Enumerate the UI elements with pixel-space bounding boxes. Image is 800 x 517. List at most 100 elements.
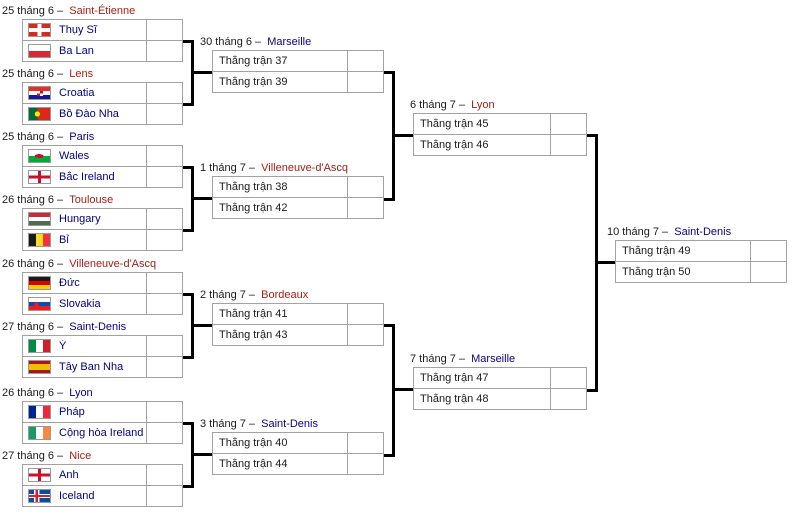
- team-link[interactable]: Hungary: [59, 213, 101, 225]
- team-link[interactable]: Cộng hòa Ireland: [59, 427, 144, 439]
- match-label: 25 tháng 6 – Saint-Étienne: [2, 3, 183, 19]
- team-placeholder: Thắng trận 47: [420, 372, 489, 384]
- team-link[interactable]: Bồ Đào Nha: [59, 108, 119, 120]
- match-qf-1: 30 tháng 6 – Marseille Thắng trận 37 Thắ…: [200, 34, 384, 93]
- score-cell: [146, 41, 182, 61]
- team-link[interactable]: Slovakia: [59, 298, 101, 310]
- team-link[interactable]: Anh: [59, 469, 79, 481]
- team-link[interactable]: Wales: [59, 150, 90, 162]
- score-cell: [750, 241, 786, 261]
- bracket-connector: [392, 388, 413, 391]
- bracket-connector: [191, 324, 212, 327]
- team-placeholder: Thắng trận 39: [219, 76, 288, 88]
- match-box: Wales Bắc Ireland: [22, 145, 183, 188]
- team-link[interactable]: Ba Lan: [59, 45, 94, 57]
- team-link[interactable]: Pháp: [59, 406, 85, 418]
- score-cell: [347, 72, 383, 92]
- france-flag: [28, 405, 51, 419]
- venue-link[interactable]: Paris: [69, 131, 95, 143]
- team-row: Thắng trận 46: [414, 134, 586, 155]
- venue-link[interactable]: Saint-Denis: [261, 418, 318, 430]
- team-row: Hungary: [23, 209, 182, 229]
- venue-link[interactable]: Lyon: [69, 387, 93, 399]
- match-date: 26 tháng 6 –: [2, 387, 64, 399]
- team-row: Thắng trận 37: [213, 51, 383, 71]
- team-link[interactable]: Bỉ: [59, 234, 69, 246]
- match-date: 1 tháng 7 –: [200, 162, 256, 174]
- team-row: Wales: [23, 146, 182, 166]
- slovakia-flag: [28, 297, 51, 311]
- score-cell: [550, 389, 586, 409]
- match-r16-4: 26 tháng 6 – Toulouse Hungary Bỉ: [2, 192, 183, 251]
- match-r16-2: 25 tháng 6 – Lens Croatia Bồ Đào Nha: [2, 66, 183, 125]
- bracket-connector: [191, 453, 212, 456]
- team-link[interactable]: Croatia: [59, 87, 95, 99]
- venue-link[interactable]: Saint-Étienne: [69, 5, 136, 17]
- team-row: Thắng trận 50: [616, 261, 786, 282]
- venue-link[interactable]: Lens: [69, 68, 94, 80]
- score-cell: [146, 486, 182, 506]
- match-box: Pháp Cộng hòa Ireland: [22, 401, 183, 444]
- portugal-flag: [28, 107, 51, 121]
- match-box: Thắng trận 37 Thắng trận 39: [212, 50, 384, 93]
- score-cell: [146, 294, 182, 314]
- england-flag: [28, 468, 51, 482]
- ireland-flag: [28, 426, 51, 440]
- match-box: Thắng trận 40 Thắng trận 44: [212, 432, 384, 475]
- switzerland-flag: [28, 23, 51, 37]
- bracket-connector: [392, 134, 413, 137]
- venue-link[interactable]: Toulouse: [69, 194, 114, 206]
- team-link[interactable]: Ý: [59, 340, 67, 352]
- match-sf-2: 7 tháng 7 – Marseille Thắng trận 47 Thắn…: [410, 351, 587, 410]
- team-placeholder: Thắng trận 50: [622, 266, 691, 278]
- team-row: Thắng trận 49: [616, 241, 786, 261]
- match-label: 27 tháng 6 – Nice: [2, 448, 183, 464]
- venue-link[interactable]: Nice: [69, 450, 92, 462]
- hungary-flag: [28, 212, 51, 226]
- italy-flag: [28, 339, 51, 353]
- venue-link[interactable]: Bordeaux: [261, 289, 309, 301]
- match-box: Thụy Sĩ Ba Lan: [22, 19, 183, 62]
- match-date: 27 tháng 6 –: [2, 450, 64, 462]
- match-box: Croatia Bồ Đào Nha: [22, 82, 183, 125]
- match-label: 6 tháng 7 – Lyon: [410, 97, 587, 113]
- match-date: 26 tháng 6 –: [2, 194, 64, 206]
- venue-link[interactable]: Saint-Denis: [69, 321, 127, 333]
- score-cell: [347, 433, 383, 453]
- venue-link[interactable]: Marseille: [267, 36, 312, 48]
- match-date: 25 tháng 6 –: [2, 131, 64, 143]
- match-qf-3: 2 tháng 7 – Bordeaux Thắng trận 41 Thắng…: [200, 287, 384, 346]
- venue-link[interactable]: Marseille: [471, 353, 516, 365]
- match-r16-8: 27 tháng 6 – Nice Anh Iceland: [2, 448, 183, 507]
- match-sf-1: 6 tháng 7 – Lyon Thắng trận 45 Thắng trậ…: [410, 97, 587, 156]
- team-row: Ba Lan: [23, 40, 182, 61]
- score-cell: [347, 304, 383, 324]
- score-cell: [146, 336, 182, 356]
- team-row: Thụy Sĩ: [23, 20, 182, 40]
- match-label: 3 tháng 7 – Saint-Denis: [200, 416, 384, 432]
- venue-link[interactable]: Villeneuve-d'Ascq: [69, 258, 157, 270]
- team-row: Pháp: [23, 402, 182, 422]
- team-row: Thắng trận 43: [213, 324, 383, 345]
- venue-link[interactable]: Lyon: [471, 99, 495, 111]
- team-row: Thắng trận 42: [213, 197, 383, 218]
- team-row: Thắng trận 44: [213, 453, 383, 474]
- team-link[interactable]: Bắc Ireland: [59, 171, 115, 183]
- bracket-connector: [595, 261, 615, 264]
- team-link[interactable]: Tây Ban Nha: [59, 361, 124, 373]
- venue-link[interactable]: Villeneuve-d'Ascq: [261, 162, 349, 174]
- match-date: 10 tháng 7 –: [607, 226, 669, 238]
- match-date: 3 tháng 7 –: [200, 418, 256, 430]
- iceland-flag: [28, 489, 51, 503]
- team-placeholder: Thắng trận 41: [219, 308, 288, 320]
- score-cell: [550, 135, 586, 155]
- match-r16-7: 26 tháng 6 – Lyon Pháp Cộng hòa Ireland: [2, 385, 183, 444]
- croatia-flag: [28, 86, 51, 100]
- team-link[interactable]: Đức: [59, 277, 80, 289]
- northern-ireland-flag: [28, 170, 51, 184]
- team-link[interactable]: Thụy Sĩ: [59, 24, 97, 36]
- team-link[interactable]: Iceland: [59, 490, 95, 502]
- match-box: Thắng trận 38 Thắng trận 42: [212, 176, 384, 219]
- venue-link[interactable]: Saint-Denis: [674, 226, 732, 238]
- team-placeholder: Thắng trận 43: [219, 329, 288, 341]
